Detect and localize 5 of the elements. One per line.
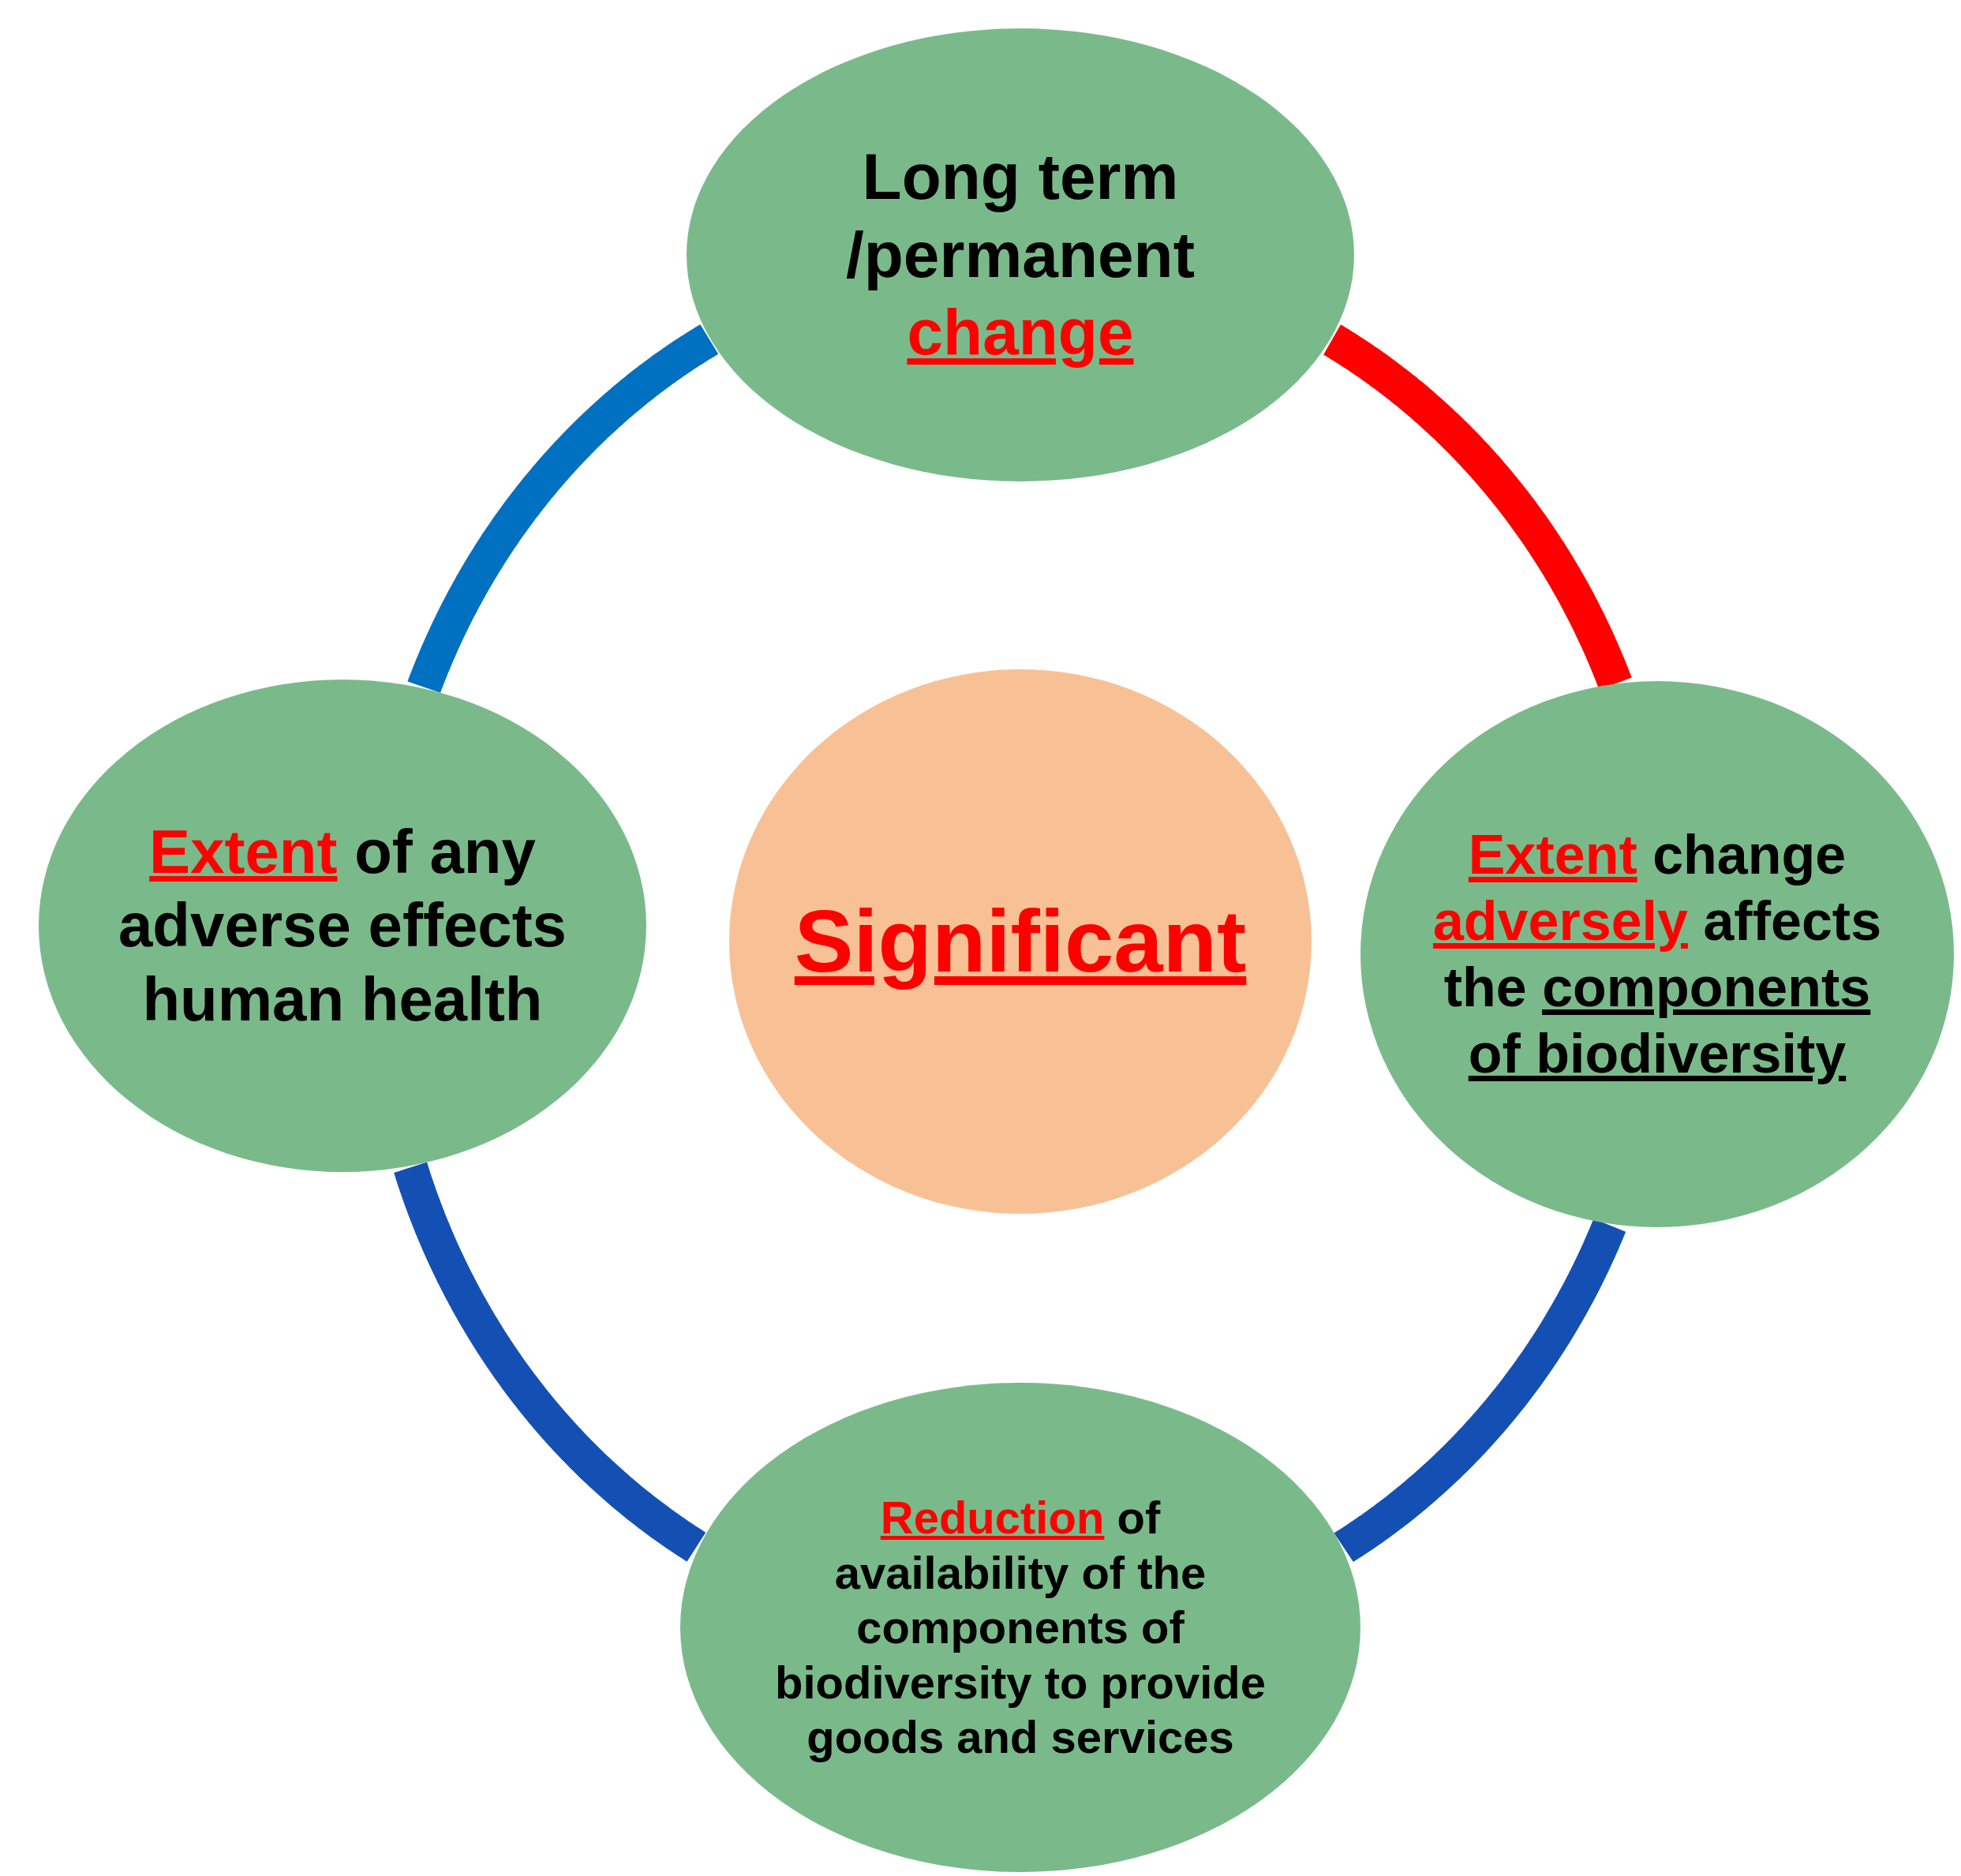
ellipse-text: Reduction of availability of the components of biodiversity to provide goods and services xyxy=(774,1491,1267,1765)
ellipse-text: Long term /permanent change xyxy=(845,140,1196,370)
center-title: Significant xyxy=(794,890,1247,992)
ellipse-text: Extent change adversely affects the components of biodiversity xyxy=(1431,823,1883,1086)
ellipse-text: Extent of any adverse effects human health xyxy=(118,815,567,1035)
